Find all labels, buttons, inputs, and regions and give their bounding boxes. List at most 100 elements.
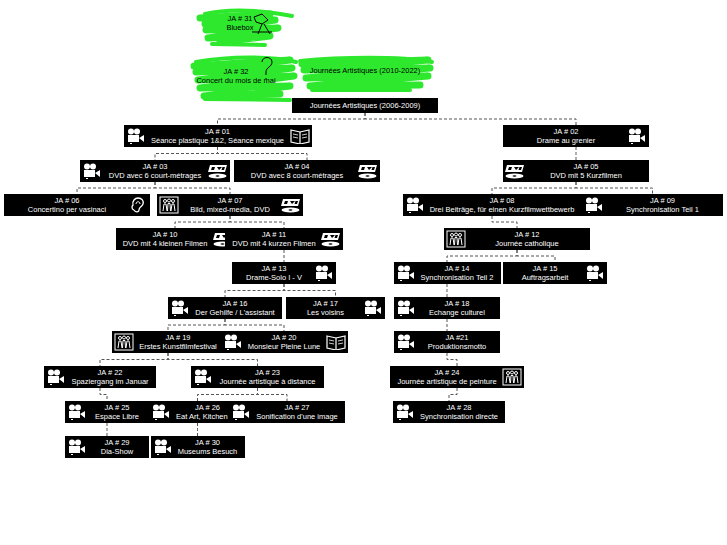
- event-title: Journée catholique: [495, 239, 558, 248]
- event-title: Auftragsarbeit: [522, 273, 569, 282]
- camera-icon: [67, 403, 87, 421]
- event-number: JA # 01: [205, 127, 230, 136]
- event-box: JA # 08Drei Beiträge, für einen Kurzfilm…: [403, 194, 582, 216]
- camera-icon: [396, 299, 416, 317]
- camera-icon: [223, 333, 243, 351]
- event-number: JA # 22: [97, 368, 122, 377]
- camera-icon: [193, 368, 213, 386]
- event-title: Echange culturel: [429, 308, 485, 317]
- event-box: JA # 20Monsieur Pleine Lune: [221, 331, 348, 353]
- people-icon: [446, 230, 466, 248]
- event-title: Synchronisation directe: [420, 412, 498, 421]
- dashed-connector: [447, 250, 517, 262]
- camera-icon: [585, 264, 605, 282]
- event-number: JA # 28: [446, 403, 471, 412]
- event-title: Erstes Kunstfilmfestival: [139, 342, 217, 351]
- event-number: JA # 24: [434, 368, 459, 377]
- dvd-logo: [358, 162, 378, 180]
- event-title: Journées Artistiques (2010-2022): [310, 66, 420, 75]
- dashed-connector: [197, 423, 198, 436]
- event-box: JA # 05DVD mit 5 Kurzfilmen: [503, 160, 649, 182]
- green-label-box: Journées Artistiques (2010-2022): [300, 62, 430, 78]
- dashed-connector: [168, 353, 258, 366]
- dashed-connector: [449, 388, 457, 401]
- dashed-connector: [175, 216, 230, 228]
- dashed-connector: [284, 284, 336, 297]
- event-box: JA # 11DVD mit 4 kurzen Filmen: [225, 228, 343, 250]
- dashed-connector: [447, 284, 448, 297]
- event-box: JA # 19Erstes Kunstfilmfestival: [112, 331, 224, 353]
- event-number: JA #21: [446, 333, 469, 342]
- event-box: JA # 23Journée artistique à distance: [191, 366, 324, 388]
- event-title: Drame-Solo I - V: [246, 273, 302, 282]
- dashed-connector: [155, 147, 218, 160]
- event-number: JA # 27: [284, 403, 309, 412]
- event-box: JA # 10DVD mit 4 kleinen Filmen: [116, 228, 235, 250]
- dashed-connector: [284, 250, 285, 262]
- event-box: Journées Artistiques (2006-2009): [292, 98, 438, 113]
- event-title: Produktionsmotto: [428, 342, 486, 351]
- event-number: JA # 17: [313, 299, 338, 308]
- camera-icon: [67, 438, 87, 456]
- camera-icon: [151, 403, 171, 421]
- event-title: Espace Libre: [95, 412, 139, 421]
- event-number: JA # 03: [142, 162, 167, 171]
- event-number: JA # 16: [222, 299, 247, 308]
- book-icon: [290, 127, 310, 145]
- event-title: Synchronisation Teil 2: [421, 273, 494, 282]
- dvd-logo: [321, 230, 341, 248]
- camera-icon: [231, 403, 251, 421]
- dashed-connector: [447, 319, 448, 331]
- green-label-box: JA # 31Bluebox: [200, 11, 280, 35]
- event-number: JA # 31: [227, 14, 252, 23]
- event-number: JA # 13: [261, 264, 286, 273]
- event-number: JA # 07: [217, 196, 242, 205]
- event-title: Museums Besuch: [178, 447, 238, 456]
- camera-icon: [153, 438, 173, 456]
- ear-icon: [128, 196, 148, 214]
- event-box: JA # 27Sonification d'une image: [229, 401, 345, 423]
- event-title: Journée artistique de peinture: [397, 377, 496, 386]
- event-box: JA # 13Drame-Solo I - V: [232, 262, 336, 284]
- camera-icon: [126, 127, 146, 145]
- dashed-connector: [100, 388, 107, 401]
- dashed-connector: [198, 388, 258, 401]
- event-number: JA # 09: [650, 196, 675, 205]
- event-title: Journée artistique à distance: [220, 377, 316, 386]
- dvd-logo: [505, 162, 525, 180]
- event-title: DVD avec 6 court-métrages: [109, 171, 202, 180]
- event-number: JA # 11: [262, 230, 286, 239]
- event-box: JA # 18Echange culturel: [394, 297, 500, 319]
- event-number: JA # 14: [444, 264, 469, 273]
- event-title: Bild, mixed-media, DVD: [190, 205, 270, 214]
- event-title: Der Gehilfe / L'assistant: [195, 308, 274, 317]
- event-number: JA # 19: [165, 333, 190, 342]
- dashed-connector: [576, 182, 653, 194]
- event-title: Drame au grenier: [537, 136, 595, 145]
- dashed-connector: [492, 182, 576, 194]
- dashed-connector: [576, 147, 577, 160]
- book-icon: [326, 333, 346, 351]
- event-box: JA # 04DVD avec 8 court-métrages: [234, 160, 380, 182]
- event-box: JA # 17Les voisins: [286, 297, 385, 319]
- event-title: Synchronisation Teil 1: [626, 205, 699, 214]
- camera-icon: [314, 264, 334, 282]
- camera-icon: [395, 403, 415, 421]
- event-number: JA # 18: [444, 299, 469, 308]
- event-number: JA # 15: [532, 264, 557, 273]
- camera-icon: [396, 264, 416, 282]
- event-box: JA # 16Der Gehilfe / L'assistant: [168, 297, 282, 319]
- dashed-connector: [258, 388, 288, 401]
- event-number: JA # 32: [223, 67, 248, 76]
- dashed-connector: [447, 353, 457, 366]
- people-icon: [502, 368, 522, 386]
- dashed-connector: [107, 423, 108, 436]
- event-title: Monsieur Pleine Lune: [248, 342, 321, 351]
- event-number: JA # 30: [195, 438, 220, 447]
- event-box: JA # 02Drame au grenier: [503, 125, 649, 147]
- event-title: Bluebox: [226, 23, 253, 32]
- event-title: Concertino per vasinaci: [28, 205, 106, 214]
